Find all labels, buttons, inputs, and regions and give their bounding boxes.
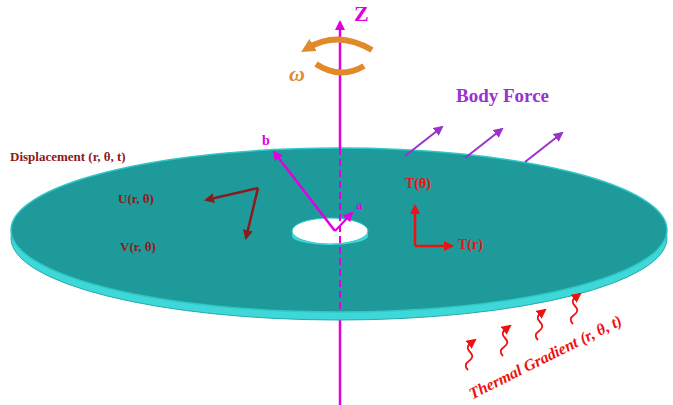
heat-wave [536,310,545,340]
heat-wave [571,294,580,324]
body-force-arrow [465,129,502,158]
outer-radius-label: b [262,133,270,148]
stress-arrow [414,206,417,246]
inner-radius-arrow [335,213,352,231]
heat-wave [466,340,475,370]
inner-radius-label: a [356,198,363,212]
body-force-label: Body Force [456,86,549,107]
disk-hole [292,218,368,244]
thermal-gradient-label: Thermal Gradient (r, θ, t) [466,312,624,403]
angular-velocity-label: ω [289,62,305,86]
body-force-arrow [405,127,442,156]
displacement-label: Displacement (r, θ, t) [10,150,126,164]
stress-component: T(r) [458,237,483,252]
hole-wall [292,231,368,245]
displacement-arrow [206,188,258,200]
heat-wave [501,326,510,356]
stress-component: T(θ) [405,176,431,191]
stress-arrow [415,245,452,248]
z-axis [339,312,342,405]
disk-face [11,148,667,312]
displacement-component: V(r, θ) [120,240,156,254]
axis-label: Z [354,2,369,26]
displacement-component: U(r, θ) [118,192,154,206]
displacement-arrow [246,188,258,238]
z-axis-dashed [339,148,341,312]
outer-radius-arrow [274,152,335,231]
body-force-arrow [525,133,562,162]
rotation-arrow [308,39,372,50]
rotation-arrow [316,64,364,73]
